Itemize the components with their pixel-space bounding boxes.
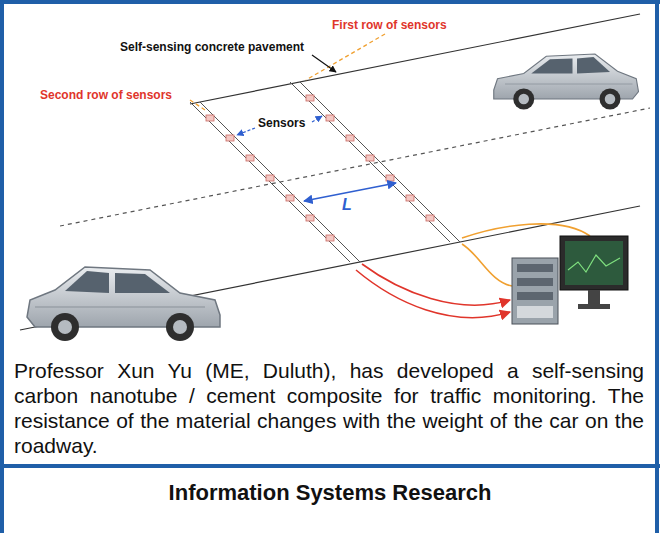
row-label: Second row of sensors bbox=[40, 88, 172, 102]
row-label: First row of sensors bbox=[332, 18, 447, 32]
pavement-label: Self-sensing concrete pavement bbox=[120, 40, 304, 54]
dimension-label: L bbox=[342, 198, 352, 212]
caption: Professor Xun Yu (ME, Duluth), has devel… bbox=[14, 358, 644, 458]
monitor bbox=[560, 236, 628, 309]
title: Information Systems Research bbox=[0, 480, 660, 506]
sensor bbox=[206, 95, 434, 241]
sensor-label: Sensors bbox=[258, 116, 305, 130]
data-acquisition-unit bbox=[512, 258, 558, 324]
sensor-row bbox=[190, 82, 460, 262]
